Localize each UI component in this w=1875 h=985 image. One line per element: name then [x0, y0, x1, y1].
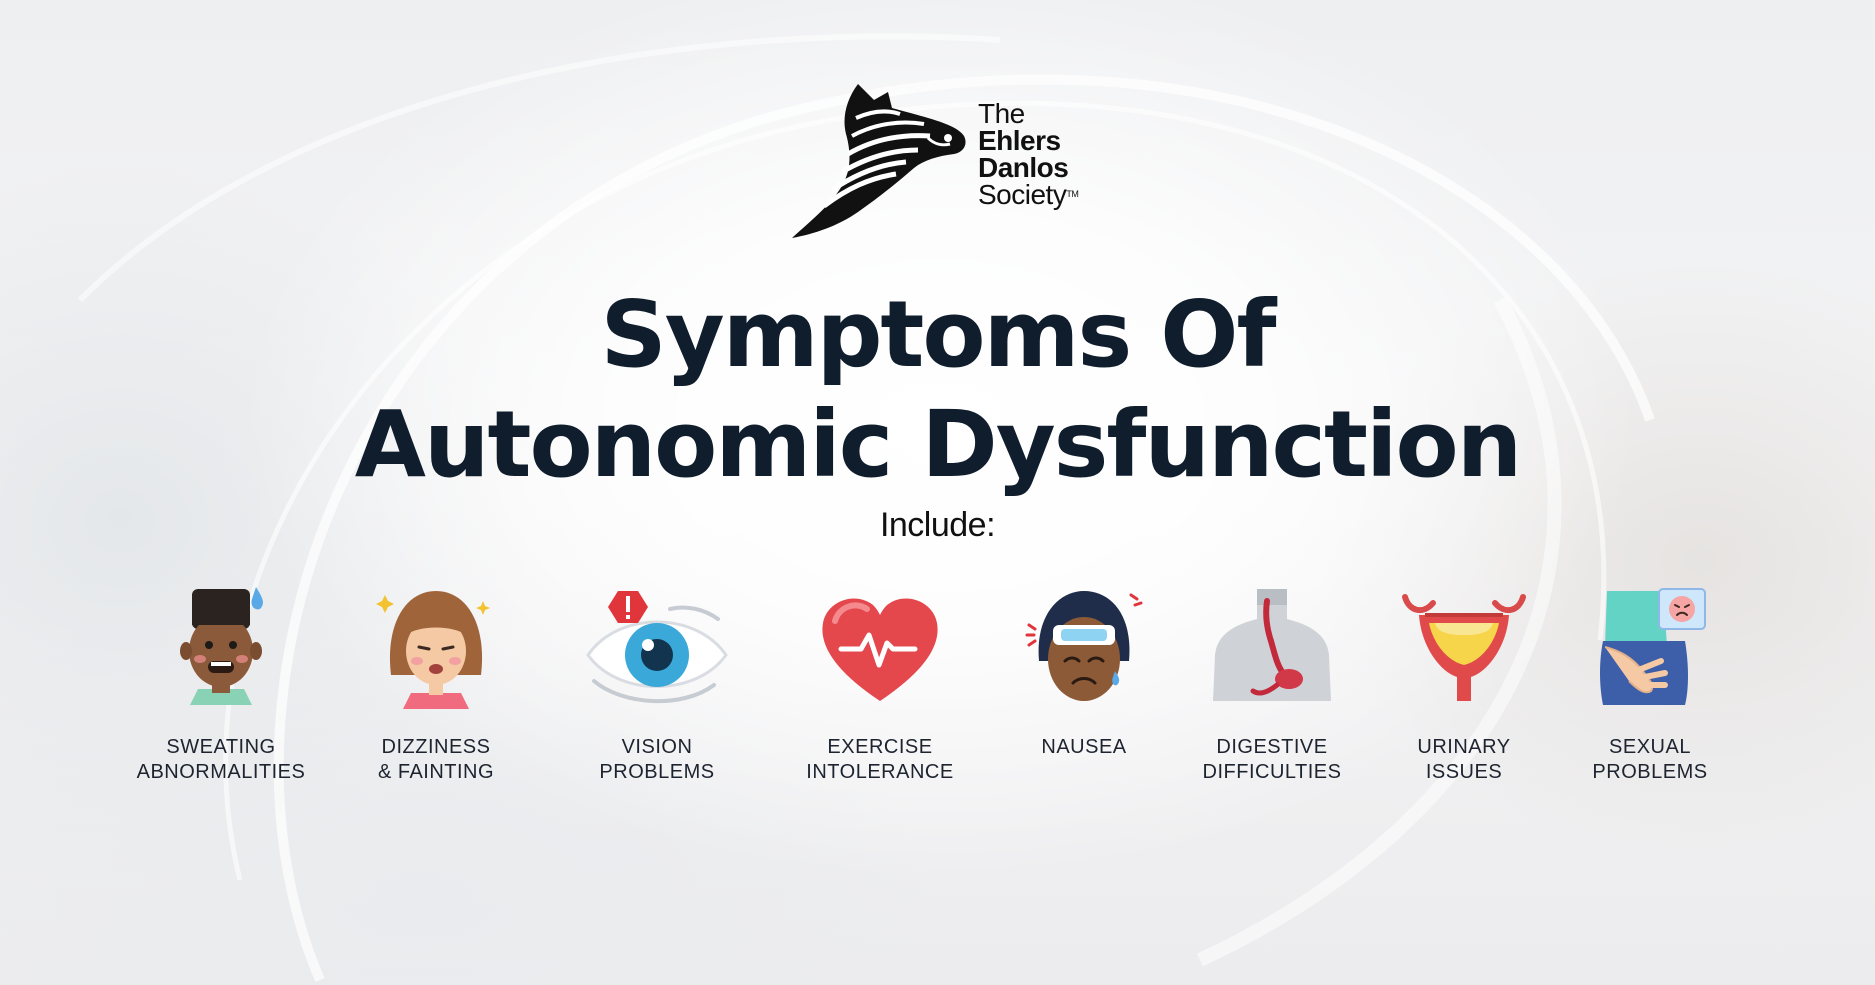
nauseous-face-icon	[1025, 591, 1143, 701]
symptom-label-line-1: EXERCISE	[827, 736, 933, 758]
digestive-tract-icon	[1213, 589, 1331, 701]
symptom-label-line-1: DIZZINESS	[381, 736, 491, 758]
symptom-label-line-1: SEXUAL	[1609, 736, 1691, 758]
symptom-item: NAUSEA	[984, 585, 1184, 760]
symptom-item: DIGESTIVE DIFFICULTIES	[1172, 585, 1372, 785]
symptom-label-line-1: NAUSEA	[1041, 736, 1127, 758]
symptom-label-line-2: PROBLEMS	[599, 761, 715, 783]
page-title: Symptoms Of Autonomic Dysfunction	[0, 280, 1875, 500]
symptom-label-line-2: DIFFICULTIES	[1202, 761, 1342, 783]
bladder-icon	[1402, 594, 1526, 701]
title-line-2: Autonomic Dysfunction	[354, 391, 1522, 498]
symptom-label-line-1: VISION	[621, 736, 693, 758]
logo-trademark: TM	[1066, 189, 1079, 199]
eye-alert-icon	[586, 591, 728, 703]
symptom-label: EXERCISE INTOLERANCE	[780, 735, 980, 785]
logo-line-4: SocietyTM	[978, 179, 1079, 210]
symptom-label-line-1: URINARY	[1417, 736, 1511, 758]
dizzy-face-icon	[376, 591, 490, 709]
title-line-1: Symptoms Of	[600, 281, 1276, 388]
logo-line-3: Danlos	[978, 152, 1069, 183]
symptom-item: VISION PROBLEMS	[557, 585, 757, 785]
symptom-label-line-2: ABNORMALITIES	[136, 761, 306, 783]
symptom-item: SEXUAL PROBLEMS	[1550, 585, 1750, 785]
subtitle: Include:	[879, 506, 996, 544]
logo-wordmark: The Ehlers Danlos SocietyTM	[978, 98, 1079, 210]
society-logo: The Ehlers Danlos SocietyTM	[788, 78, 1108, 243]
symptom-label-line-1: SWEATING	[166, 736, 276, 758]
logo-line-1: The	[978, 98, 1025, 129]
symptom-label-line-2: INTOLERANCE	[806, 761, 954, 783]
symptom-label-line-1: DIGESTIVE	[1216, 736, 1328, 758]
pelvic-pain-icon	[1600, 588, 1706, 705]
symptom-item: URINARY ISSUES	[1364, 585, 1564, 785]
symptom-item: EXERCISE INTOLERANCE	[780, 585, 980, 785]
symptom-label: SWEATING ABNORMALITIES	[121, 735, 321, 785]
zebra-head-icon	[792, 84, 966, 238]
symptom-label-line-2: PROBLEMS	[1592, 761, 1708, 783]
symptom-label: URINARY ISSUES	[1364, 735, 1564, 785]
symptom-label: SEXUAL PROBLEMS	[1550, 735, 1750, 785]
symptom-item: DIZZINESS & FAINTING	[336, 585, 536, 785]
symptom-label: NAUSEA	[984, 735, 1184, 760]
symptom-list: SWEATING ABNORMALITIES DIZZINESS & FAINT…	[0, 585, 1875, 815]
symptom-label-line-2: ISSUES	[1425, 761, 1503, 783]
symptom-item: SWEATING ABNORMALITIES	[121, 585, 321, 785]
heart-pulse-icon	[822, 598, 938, 701]
symptom-label: VISION PROBLEMS	[557, 735, 757, 785]
logo-line-2: Ehlers	[978, 125, 1061, 156]
symptom-label: DIGESTIVE DIFFICULTIES	[1172, 735, 1372, 785]
sweating-face-icon	[180, 587, 263, 705]
symptom-label-line-2: & FAINTING	[377, 761, 495, 783]
symptom-label: DIZZINESS & FAINTING	[336, 735, 536, 785]
logo-line-4-text: Society	[978, 179, 1067, 210]
